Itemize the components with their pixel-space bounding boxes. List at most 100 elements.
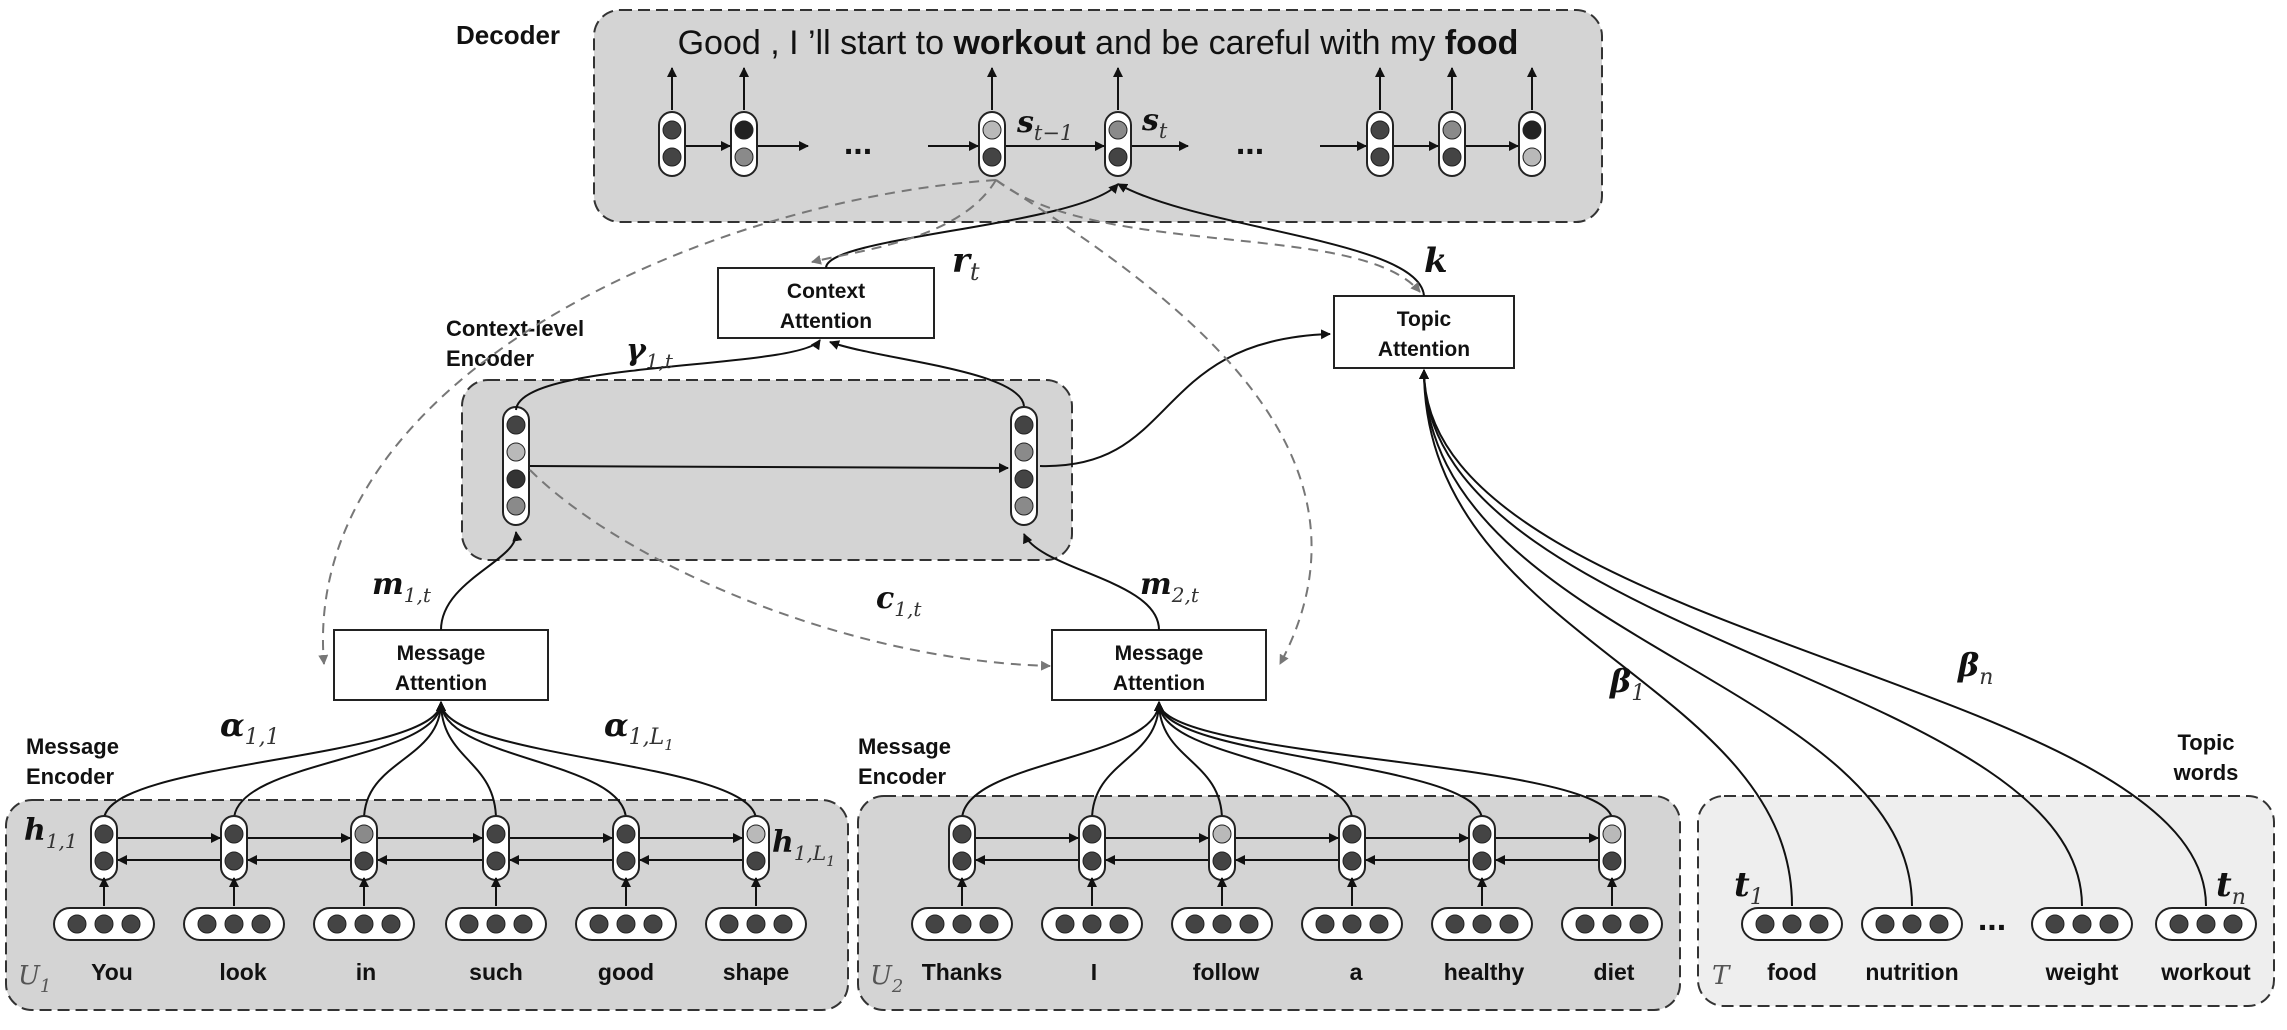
symbol-h-1-L: h1,L1	[772, 825, 835, 870]
decoder-cell	[1366, 111, 1394, 177]
encoder-cell	[90, 815, 118, 881]
utterance-1-words: You look in such good shape	[91, 959, 789, 985]
symbol-beta-1: β1	[1609, 662, 1645, 706]
encoder-cell	[1078, 815, 1106, 881]
attention-line	[363, 701, 446, 821]
word-embedding	[445, 907, 547, 941]
symbol-k: k	[1424, 241, 1448, 281]
message-encoder-2-cells	[911, 815, 1663, 941]
svg-text:α1,1: α1,1	[220, 706, 280, 750]
decoder-cell	[658, 111, 686, 177]
svg-text:Encoder: Encoder	[26, 764, 114, 789]
word-embedding	[1041, 907, 1143, 941]
symbol-r-t: rt	[952, 241, 980, 286]
word-embedding	[1171, 907, 1273, 941]
word-embedding	[313, 907, 415, 941]
topic-word: workout	[2160, 959, 2251, 985]
message-attention-box-2: Message Attention	[1051, 629, 1267, 701]
svg-text:c1,t: c1,t	[876, 581, 922, 621]
utterance-word: follow	[1193, 959, 1260, 985]
symbol-c: c1,t	[876, 581, 922, 621]
topic-attention-line	[1419, 369, 1913, 907]
utterance-word: a	[1350, 959, 1363, 985]
encoder-cell	[1208, 815, 1236, 881]
context-encoder-panel	[461, 379, 1073, 561]
svg-text:h1,L1: h1,L1	[772, 825, 835, 870]
topic-word: weight	[2045, 959, 2119, 985]
message-encoder-label-1: Message Encoder	[26, 734, 119, 789]
symbol-h-1-1: h1,1	[24, 813, 78, 853]
svg-text:m2,t: m2,t	[1140, 567, 1200, 607]
word-embedding	[1561, 907, 1663, 941]
attention-line	[1154, 701, 1223, 821]
utterance-word: such	[469, 959, 523, 985]
attention-line	[103, 701, 446, 821]
decoder-state-cur: st	[1141, 103, 1168, 143]
encoder-cell	[482, 815, 510, 881]
svg-text:U2: U2	[870, 961, 903, 997]
context-cell	[502, 406, 530, 526]
svg-text:β1: β1	[1609, 662, 1645, 706]
topic-word: food	[1767, 959, 1817, 985]
context-recurrence-arrow	[529, 462, 1009, 473]
encoder-cell	[612, 815, 640, 881]
svg-text:Attention: Attention	[1113, 672, 1205, 695]
context-encoder-cells	[502, 406, 1038, 526]
topic-embedding	[2155, 907, 2257, 941]
utterance-word: good	[598, 959, 654, 985]
svg-text:st: st	[1141, 103, 1168, 143]
decoder-cell	[1438, 111, 1466, 177]
symbol-m2: m2,t	[1140, 567, 1200, 607]
utterance-word: I	[1091, 959, 1097, 985]
utterance-word: healthy	[1444, 959, 1525, 985]
utterance-word: in	[356, 959, 376, 985]
encoder-cell	[350, 815, 378, 881]
svg-text:Message: Message	[1115, 642, 1204, 665]
svg-text:Topic: Topic	[1397, 308, 1452, 331]
svg-text:st−1: st−1	[1016, 105, 1073, 145]
svg-text:Attention: Attention	[395, 672, 487, 695]
topic-words: food nutrition weight workout	[1767, 959, 2251, 985]
svg-text:Message: Message	[26, 734, 119, 759]
topic-word: nutrition	[1865, 959, 1958, 985]
utterance-word: You	[91, 959, 133, 985]
message-encoder-label-2: Message Encoder	[858, 734, 951, 789]
symbol-m1: m1,t	[372, 567, 432, 607]
topic-attention-line	[1419, 369, 2207, 907]
topic-attention-fans	[1419, 369, 2207, 907]
decoder-ellipsis-1: ...	[844, 124, 872, 162]
topic-attention-line	[1419, 369, 1793, 907]
encoder-cell	[1338, 815, 1366, 881]
attention-line	[1154, 701, 1613, 821]
topic-words-label: Topic words	[2173, 730, 2239, 785]
attention-line	[961, 701, 1164, 821]
svg-text:t1: t1	[1734, 865, 1764, 910]
utterance-word: shape	[723, 959, 789, 985]
svg-text:tn: tn	[2216, 865, 2246, 910]
svg-text:h1,1: h1,1	[24, 813, 78, 853]
topic-attention-line	[1419, 369, 2083, 907]
svg-text:m1,t: m1,t	[372, 567, 432, 607]
word-embedding	[1431, 907, 1533, 941]
svg-text:Attention: Attention	[1378, 338, 1470, 361]
svg-text:Context: Context	[787, 280, 865, 303]
symbol-alpha-1-L: α1,L1	[604, 706, 674, 754]
decoder-cell	[730, 111, 758, 177]
word-embedding	[53, 907, 155, 941]
word-embedding	[705, 907, 807, 941]
context-attention-box: Context Attention	[717, 267, 935, 339]
message-attention-fans	[103, 701, 1613, 821]
svg-text:γ1,t: γ1,t	[626, 333, 674, 373]
svg-text:Message: Message	[397, 642, 486, 665]
decoder-cell	[1518, 111, 1546, 177]
utterance-word: Thanks	[922, 959, 1003, 985]
encoder-cell	[948, 815, 976, 881]
decoder-cell	[1104, 111, 1132, 177]
decoder-ellipsis-2: ...	[1236, 124, 1264, 162]
symbol-t-1: t1	[1734, 865, 1764, 910]
svg-text:rt: rt	[952, 241, 980, 286]
decoder-cell	[978, 111, 1006, 177]
svg-text:words: words	[2173, 760, 2239, 785]
encoder-cell	[1598, 815, 1626, 881]
